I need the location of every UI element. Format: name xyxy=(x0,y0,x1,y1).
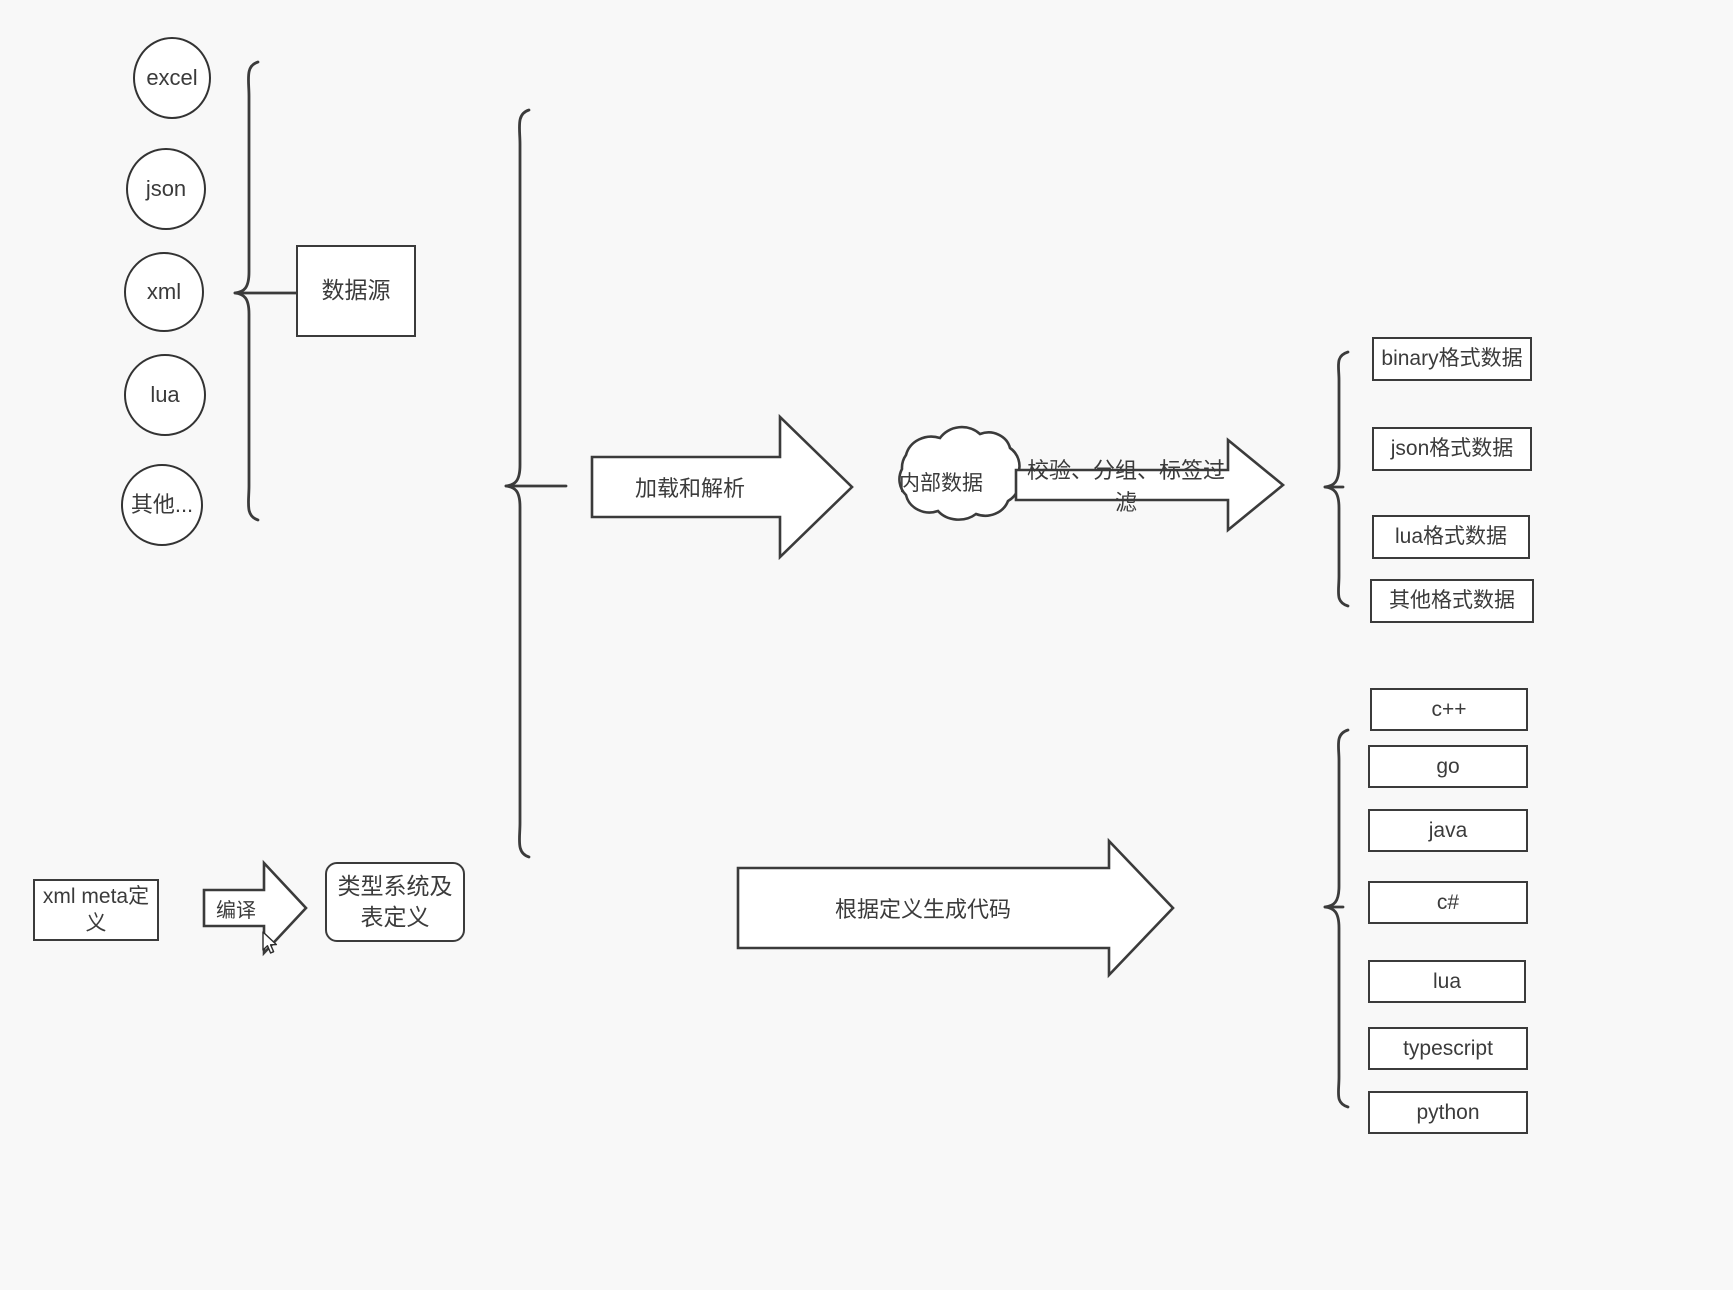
source-node-lua-label: lua xyxy=(150,381,180,407)
source-node-xml[interactable]: xml xyxy=(124,252,204,332)
source-node-json[interactable]: json xyxy=(126,148,206,230)
output-language-box-lua[interactable]: lua xyxy=(1368,960,1526,1003)
output-format-box-lua[interactable]: lua格式数据 xyxy=(1372,515,1530,559)
source-node-xml-label: xml xyxy=(146,278,182,304)
codegen-arrow-shape xyxy=(736,837,1175,979)
internal-data-cloud-shape xyxy=(898,425,1021,521)
source-node-other[interactable]: 其他... xyxy=(121,464,203,546)
pipeline-input-brace xyxy=(504,108,568,859)
compile-arrow-shape xyxy=(202,859,308,957)
load-parse-arrow-shape xyxy=(590,413,854,561)
output-language-box-csharp[interactable]: c# xyxy=(1368,881,1528,924)
source-node-lua[interactable]: lua xyxy=(124,354,206,436)
filter-arrow-shape xyxy=(1014,437,1286,533)
source-node-other-label: 其他... xyxy=(130,491,194,517)
output-language-box-typescript[interactable]: typescript xyxy=(1368,1027,1528,1070)
output-format-box-json[interactable]: json格式数据 xyxy=(1372,427,1532,471)
data-format-brace xyxy=(1323,350,1350,608)
output-language-box-java[interactable]: java xyxy=(1368,809,1528,852)
output-language-box-cpp[interactable]: c++ xyxy=(1370,688,1528,731)
output-language-box-python[interactable]: python xyxy=(1368,1091,1528,1134)
source-node-excel-label: excel xyxy=(146,64,198,90)
output-language-box-go[interactable]: go xyxy=(1368,745,1528,788)
output-format-box-other[interactable]: 其他格式数据 xyxy=(1370,579,1534,623)
xml-meta-definition-box[interactable]: xml meta定义 xyxy=(33,879,159,941)
output-format-box-binary[interactable]: binary格式数据 xyxy=(1372,337,1532,381)
data-source-box[interactable]: 数据源 xyxy=(296,245,416,337)
code-language-brace xyxy=(1323,728,1350,1109)
type-system-box[interactable]: 类型系统及表定义 xyxy=(325,862,465,942)
source-node-json-label: json xyxy=(145,175,187,201)
source-node-excel[interactable]: excel xyxy=(133,37,211,119)
data-source-box-label: 数据源 xyxy=(321,277,391,304)
source-group-brace xyxy=(233,60,298,522)
